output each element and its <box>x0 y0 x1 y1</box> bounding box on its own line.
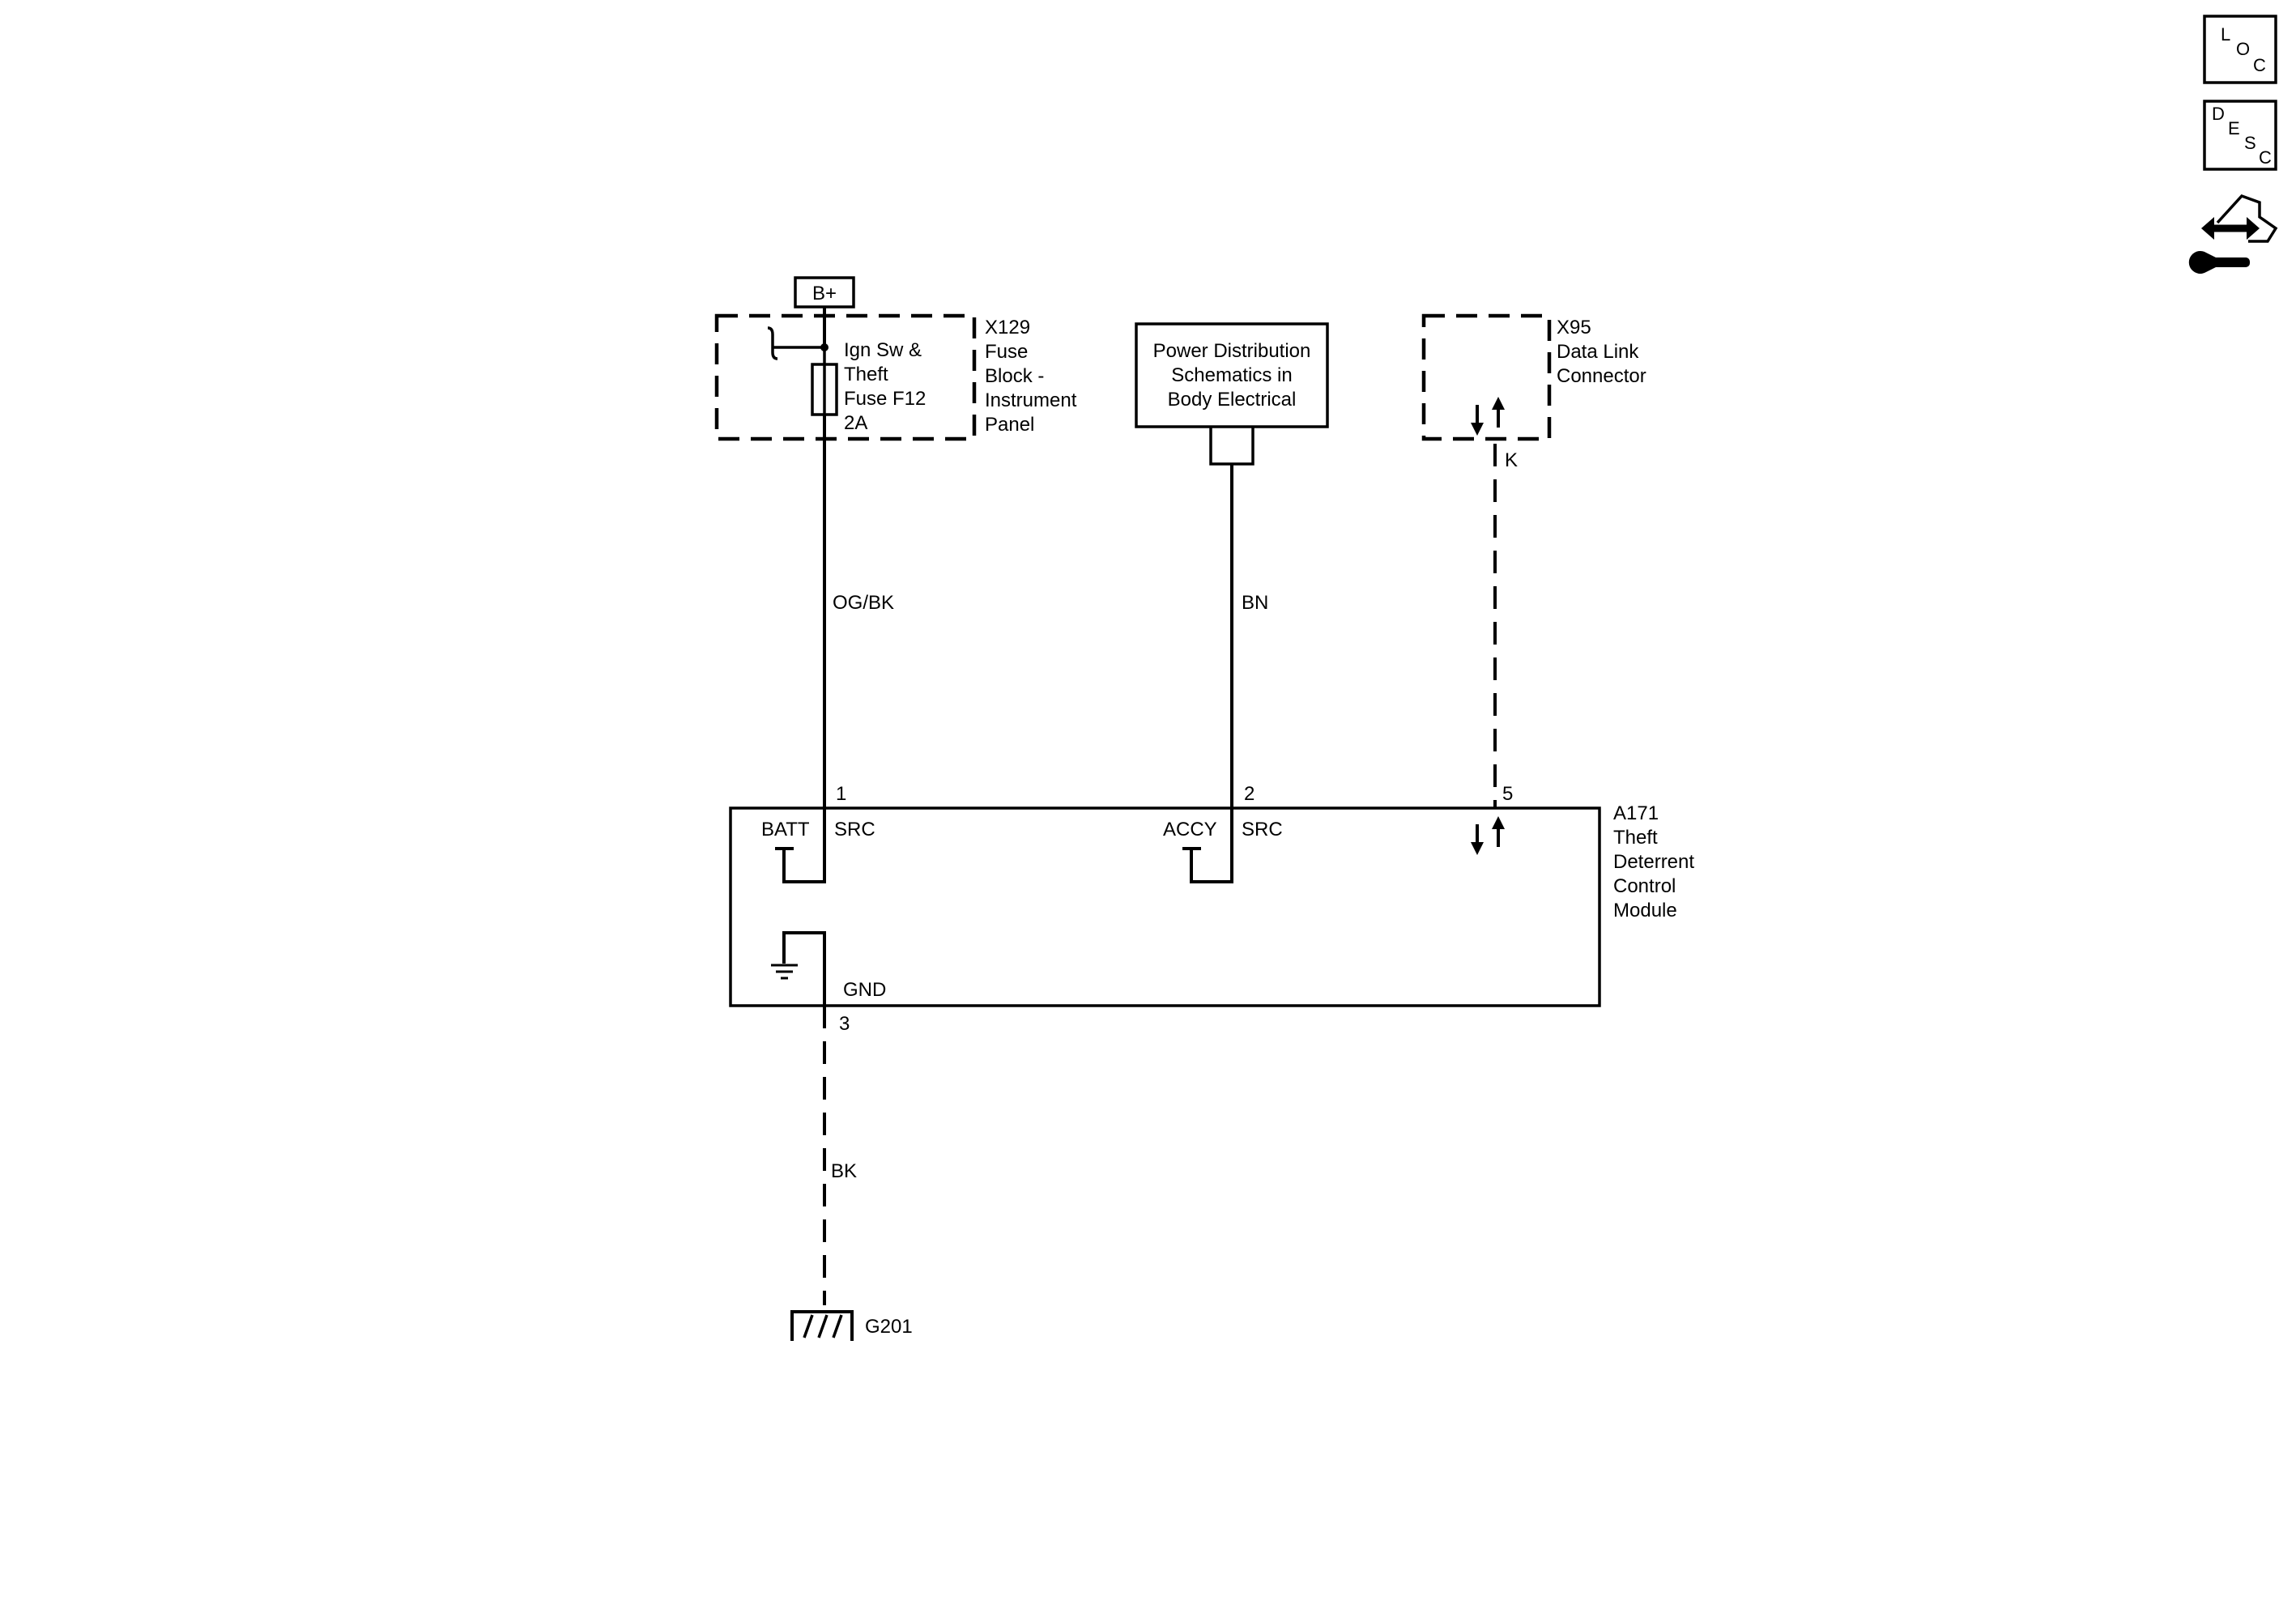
desc-button[interactable]: D E S C <box>2203 100 2277 171</box>
desc-letter-d: D <box>2212 104 2225 124</box>
module-pin-2: 2 <box>1244 783 1254 805</box>
batt-input-symbol <box>775 808 826 883</box>
fuse-f12-symbol <box>767 326 838 416</box>
module-label-line-4: Control <box>1613 875 1676 897</box>
batt-label: BATT <box>761 819 810 840</box>
wrench-arrows-icon[interactable] <box>2188 194 2278 274</box>
module-pin-5: 5 <box>1502 783 1513 805</box>
data-link-connector-x95[interactable] <box>1421 313 1552 441</box>
b-plus-terminal: B+ <box>794 276 855 309</box>
accy-input-symbol <box>1182 808 1233 883</box>
gnd-label: GND <box>843 979 886 1001</box>
fuse-label-line-4: 2A <box>844 412 867 434</box>
loc-letter-l: L <box>2221 24 2230 45</box>
module-internal-ground <box>771 931 826 1006</box>
ground-g201-label: G201 <box>865 1316 913 1338</box>
wire-bn-label: BN <box>1242 592 1268 614</box>
fuse-block-label-line-4: Instrument <box>985 389 1077 411</box>
module-label-line-3: Deterrent <box>1613 851 1694 873</box>
fuse-block-label-line-1: X129 <box>985 317 1030 338</box>
wire-bk-label: BK <box>831 1160 857 1182</box>
fuse-label-line-2: Theft <box>844 364 888 385</box>
wire-og-bk-label: OG/BK <box>833 592 894 614</box>
fuse-block-label-line-2: Fuse <box>985 341 1028 363</box>
power-distribution-line-3: Body Electrical <box>1168 389 1297 411</box>
loc-letter-o: O <box>2236 39 2250 59</box>
power-distribution-line-2: Schematics in <box>1171 364 1292 386</box>
ground-g201-symbol[interactable] <box>790 1310 854 1341</box>
power-distribution-line-1: Power Distribution <box>1153 340 1311 362</box>
data-link-label-line-2: Data Link <box>1557 341 1639 363</box>
desc-letter-c: C <box>2259 147 2272 168</box>
fuse-block-x129[interactable] <box>714 313 977 441</box>
power-distribution-box[interactable] <box>1135 322 1329 428</box>
module-pin-3: 3 <box>839 1013 850 1035</box>
data-link-label-line-1: X95 <box>1557 317 1591 338</box>
loc-button[interactable]: L O C <box>2203 15 2277 84</box>
module-label-line-2: Theft <box>1613 827 1658 849</box>
theft-deterrent-control-module[interactable] <box>729 806 1601 1007</box>
module-serial-arrows <box>1471 816 1505 855</box>
power-distribution-connector <box>1209 427 1254 466</box>
accy-label: ACCY <box>1163 819 1217 840</box>
module-label-line-5: Module <box>1613 900 1677 921</box>
module-pin-1: 1 <box>836 783 846 805</box>
accy-src-label: SRC <box>1242 819 1283 840</box>
desc-letter-s: S <box>2244 133 2256 153</box>
fuse-label-line-3: Fuse F12 <box>844 388 926 410</box>
b-plus-label: B+ <box>812 283 837 304</box>
data-link-serial-arrows <box>1471 397 1505 436</box>
batt-src-label: SRC <box>834 819 875 840</box>
data-link-label-line-3: Connector <box>1557 365 1646 387</box>
fuse-label-line-1: Ign Sw & <box>844 339 922 361</box>
fuse-block-label-line-5: Panel <box>985 414 1034 436</box>
data-link-pin-label: K <box>1505 449 1518 471</box>
desc-letter-e: E <box>2228 118 2240 138</box>
loc-letter-c: C <box>2253 55 2266 75</box>
module-label-line-1: A171 <box>1613 802 1659 824</box>
fuse-block-label-line-3: Block - <box>985 365 1044 387</box>
